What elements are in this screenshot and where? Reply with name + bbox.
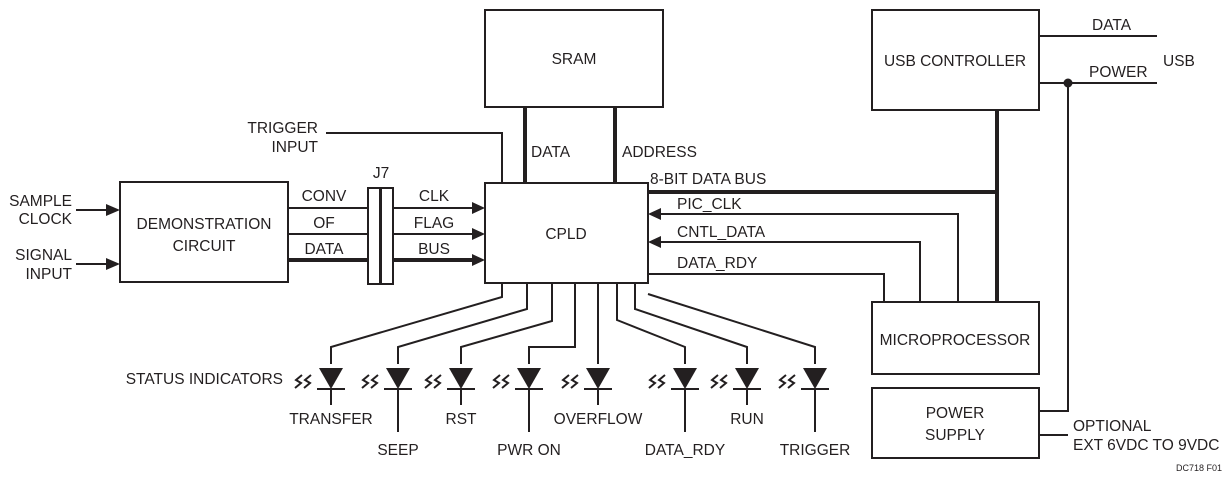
figure-id: DC718 F01 bbox=[1176, 463, 1222, 473]
led-data-rdy: DATA_RDY bbox=[645, 368, 725, 459]
sample-clock-input: SAMPLE CLOCK bbox=[9, 193, 120, 228]
flag-label: FLAG bbox=[414, 215, 454, 232]
demonstration-circuit-block: DEMONSTRATION CIRCUIT bbox=[119, 181, 289, 283]
signal-input: SIGNAL INPUT bbox=[15, 247, 120, 283]
led-run: RUN bbox=[710, 368, 764, 428]
led-run-label: RUN bbox=[730, 411, 764, 428]
optional-power-label-line1: OPTIONAL bbox=[1073, 418, 1152, 435]
sram-data-bus: DATA bbox=[523, 107, 571, 183]
sram-data-label: DATA bbox=[531, 144, 571, 161]
bus-label: BUS bbox=[418, 241, 450, 258]
led-pwr-on-label: PWR ON bbox=[497, 442, 561, 459]
microprocessor-block: MICROPROCESSOR bbox=[871, 301, 1040, 375]
trigger-input-label-line2: INPUT bbox=[272, 139, 319, 156]
cpld-block: CPLD bbox=[484, 182, 649, 284]
trigger-input: TRIGGER INPUT bbox=[247, 120, 503, 183]
led-seep-label: SEEP bbox=[377, 442, 418, 459]
data-rdy-label: DATA_RDY bbox=[677, 255, 757, 272]
status-indicators-title: STATUS INDICATORS bbox=[126, 371, 283, 388]
eight-bit-data-bus: 8-BIT DATA BUS bbox=[648, 110, 999, 302]
cntl-data-label: CNTL_DATA bbox=[677, 224, 766, 241]
led-trigger: TRIGGER bbox=[778, 368, 851, 459]
power-supply-block: POWER SUPPLY bbox=[871, 387, 1040, 459]
signal-input-label-line2: INPUT bbox=[26, 266, 73, 283]
data-label-left: DATA bbox=[304, 241, 344, 258]
led-rst: RST bbox=[424, 368, 478, 428]
data-rdy-line: DATA_RDY bbox=[648, 255, 885, 302]
led-data-rdy-label: DATA_RDY bbox=[645, 442, 725, 459]
usb-controller-label: USB CONTROLLER bbox=[884, 53, 1026, 70]
of-flag-line: OF FLAG bbox=[288, 215, 485, 240]
sram-block: SRAM bbox=[484, 9, 664, 108]
led-seep: SEEP bbox=[361, 368, 419, 459]
of-label: OF bbox=[313, 215, 335, 232]
usb-controller-block: USB CONTROLLER bbox=[871, 9, 1040, 111]
data-bus-line: DATA BUS bbox=[288, 241, 485, 266]
led-overflow: OVERFLOW bbox=[554, 368, 643, 428]
signal-input-label-line1: SIGNAL bbox=[15, 247, 72, 264]
demonstration-circuit-label-line1: DEMONSTRATION bbox=[137, 216, 272, 233]
sample-clock-label-line2: CLOCK bbox=[19, 211, 73, 228]
sram-label: SRAM bbox=[552, 51, 597, 68]
sram-address-bus: ADDRESS bbox=[613, 107, 697, 183]
status-wires bbox=[330, 283, 816, 364]
usb-power-line: POWER bbox=[1039, 64, 1157, 412]
led-transfer: TRANSFER bbox=[289, 368, 373, 428]
usb-data-label: DATA bbox=[1092, 17, 1132, 34]
optional-power-label-line2: EXT 6VDC TO 9VDC bbox=[1073, 437, 1219, 454]
power-supply-label-line2: SUPPLY bbox=[925, 427, 985, 444]
demonstration-circuit-label-line2: CIRCUIT bbox=[173, 238, 236, 255]
pic-clk-line: PIC_CLK bbox=[648, 196, 959, 302]
led-rst-label: RST bbox=[446, 411, 478, 428]
power-supply-label-line1: POWER bbox=[926, 405, 985, 422]
pic-clk-label: PIC_CLK bbox=[677, 196, 742, 213]
optional-power-input: OPTIONAL EXT 6VDC TO 9VDC bbox=[1039, 418, 1219, 454]
cntl-data-line: CNTL_DATA bbox=[648, 224, 921, 302]
usb-label: USB bbox=[1163, 53, 1195, 70]
usb-power-label: POWER bbox=[1089, 64, 1148, 81]
clk-label: CLK bbox=[419, 188, 450, 205]
eight-bit-data-bus-label: 8-BIT DATA BUS bbox=[650, 171, 766, 188]
led-trigger-label: TRIGGER bbox=[780, 442, 851, 459]
led-overflow-label: OVERFLOW bbox=[554, 411, 643, 428]
led-transfer-label: TRANSFER bbox=[289, 411, 373, 428]
conv-label: CONV bbox=[302, 188, 347, 205]
microprocessor-label: MICROPROCESSOR bbox=[880, 332, 1031, 349]
sram-address-label: ADDRESS bbox=[622, 144, 697, 161]
led-pwr-on: PWR ON bbox=[492, 368, 561, 459]
sample-clock-label-line1: SAMPLE bbox=[9, 193, 72, 210]
trigger-input-label-line1: TRIGGER bbox=[247, 120, 318, 137]
conv-clk-line: CONV CLK bbox=[288, 188, 485, 214]
cpld-label: CPLD bbox=[545, 226, 586, 243]
j7-label: J7 bbox=[373, 165, 389, 182]
j7-connector: J7 bbox=[367, 165, 394, 285]
usb-data-line: DATA bbox=[1039, 17, 1157, 37]
